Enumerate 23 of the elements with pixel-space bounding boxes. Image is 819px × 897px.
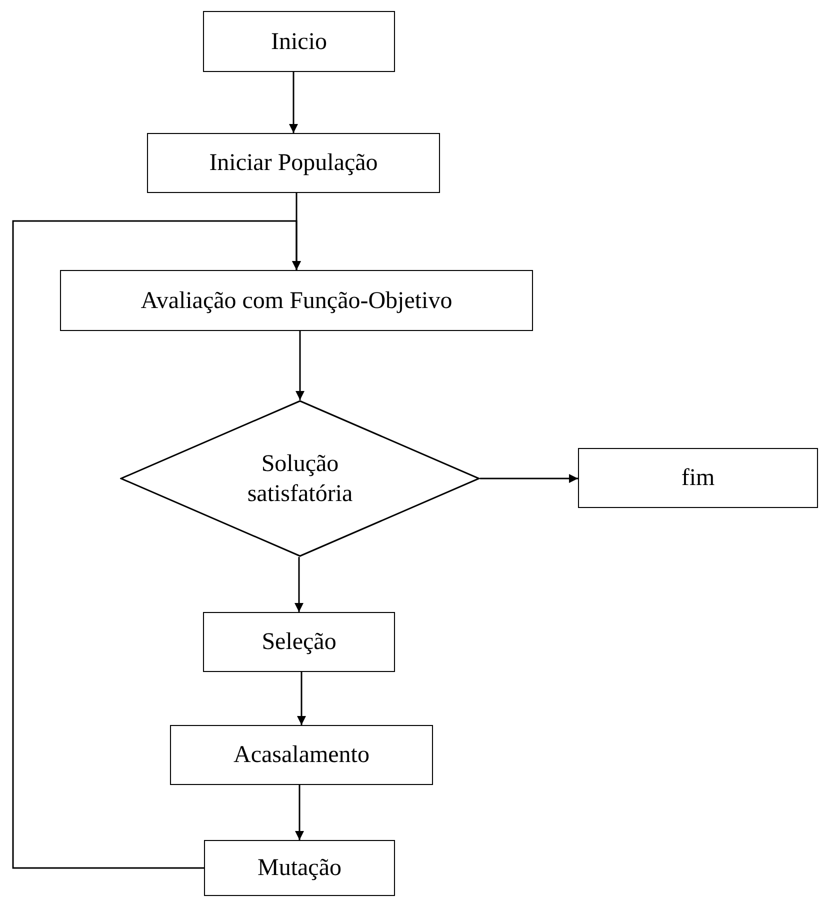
arrow: [297, 672, 306, 725]
arrow: [294, 557, 304, 612]
process-box: [203, 612, 395, 672]
decision-diamond: [120, 400, 480, 557]
process-box: [203, 11, 395, 72]
node-label: Acasalamento: [234, 741, 370, 770]
node-label: Solução satisfatória: [246, 450, 354, 508]
process-box: [147, 133, 440, 193]
arrow: [12, 220, 301, 869]
node-label: Seleção: [262, 628, 336, 657]
process-box: [170, 725, 433, 785]
node-label: fim: [681, 464, 715, 493]
arrow: [295, 785, 304, 840]
node-label: Iniciar População: [209, 149, 378, 178]
node-label: Mutação: [258, 854, 342, 883]
arrow: [480, 474, 578, 483]
node-label: Avaliação com Função-Objetivo: [140, 286, 452, 316]
process-box: [60, 270, 533, 331]
arrow: [289, 72, 298, 133]
node-label: Inicio: [271, 28, 327, 56]
arrow: [296, 331, 304, 400]
process-box: [578, 448, 818, 508]
process-box: [204, 840, 395, 896]
